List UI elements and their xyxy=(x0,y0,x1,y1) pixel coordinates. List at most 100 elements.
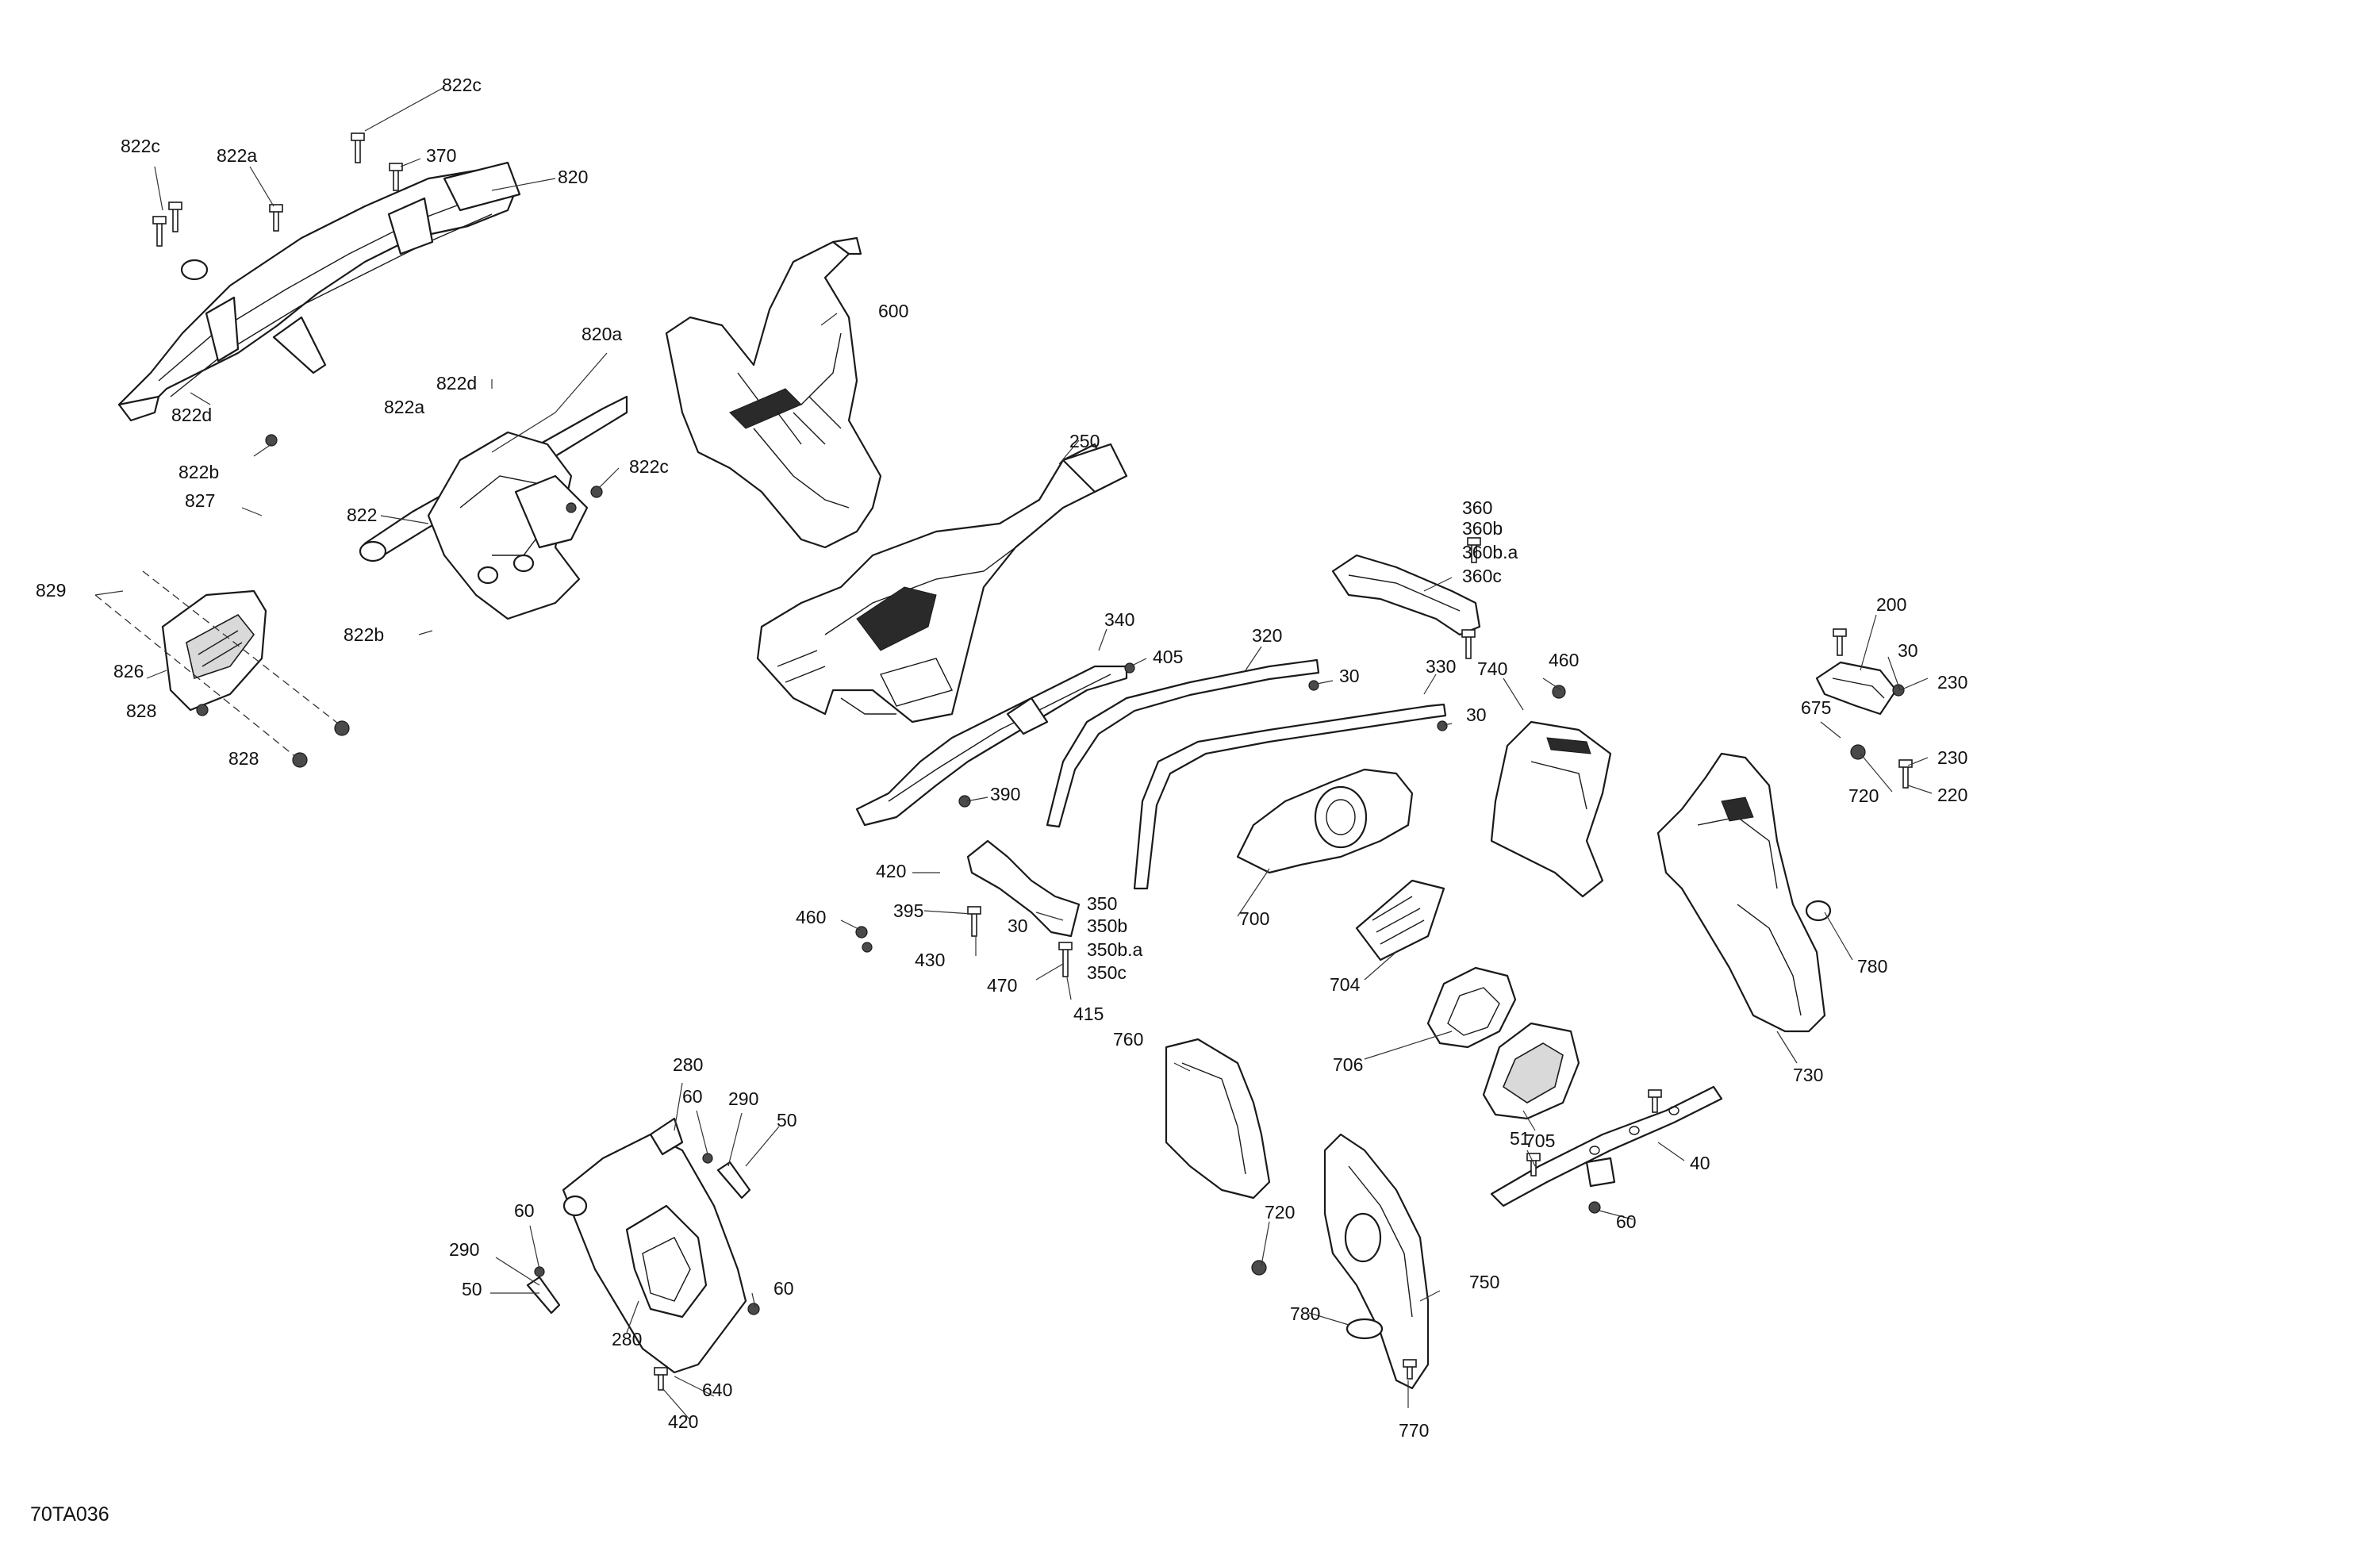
fastener-bolt xyxy=(269,204,283,232)
callout-230: 230 xyxy=(1937,672,1967,693)
part-700-dash-bezel xyxy=(1236,768,1414,874)
callout-30: 30 xyxy=(1008,915,1028,936)
callout-820a: 820a xyxy=(582,324,622,344)
callout-60: 60 xyxy=(514,1200,535,1221)
part-740-side-panel xyxy=(1490,720,1612,898)
part-280-floor-bracket xyxy=(562,1117,747,1374)
part-705-cluster-display xyxy=(1482,1022,1580,1120)
fastener-nut xyxy=(1552,685,1566,699)
grommet-780 xyxy=(1345,1318,1384,1340)
callout-51: 51 xyxy=(1510,1128,1530,1149)
fastener-bolt xyxy=(152,216,167,247)
callout-350b-a: 350b.a xyxy=(1087,939,1143,960)
callout-350b: 350b xyxy=(1087,915,1127,936)
part-704-cluster-frame xyxy=(1355,879,1445,961)
fastener-bolt xyxy=(1461,629,1476,659)
callout-700: 700 xyxy=(1239,908,1269,929)
part-750-lower-panel xyxy=(1323,1133,1430,1390)
callout-350: 350 xyxy=(1087,893,1117,914)
callout-200: 200 xyxy=(1876,594,1906,615)
callout-60: 60 xyxy=(774,1278,794,1299)
fastener-bolt xyxy=(351,132,365,163)
callout-822d: 822d xyxy=(171,405,212,425)
callout-828: 828 xyxy=(228,748,259,769)
callout-826: 826 xyxy=(113,661,144,681)
part-290-clip-left xyxy=(526,1276,561,1315)
callout-360c: 360c xyxy=(1462,566,1502,586)
callout-390: 390 xyxy=(990,784,1020,804)
callout-430: 430 xyxy=(915,950,945,970)
part-250-center-console xyxy=(756,443,1128,724)
fastener-bolt xyxy=(1898,759,1913,789)
callout-290: 290 xyxy=(728,1088,758,1109)
callout-30: 30 xyxy=(1339,666,1360,686)
part-340-side-rail xyxy=(855,665,1128,827)
callout-360b: 360b xyxy=(1462,518,1503,539)
callout-415: 415 xyxy=(1073,1004,1104,1024)
callout-220: 220 xyxy=(1937,785,1967,805)
callout-640: 640 xyxy=(702,1380,732,1400)
callout-290: 290 xyxy=(449,1239,479,1260)
callout-250: 250 xyxy=(1069,431,1100,451)
callout-50: 50 xyxy=(777,1110,797,1130)
callout-405: 405 xyxy=(1153,647,1183,667)
fastener-nut xyxy=(590,486,603,498)
callout-705: 705 xyxy=(1525,1130,1555,1151)
callout-770: 770 xyxy=(1399,1420,1429,1441)
fastener-nut xyxy=(747,1303,760,1315)
part-826-mount-bracket xyxy=(94,570,342,762)
fastener-bolt xyxy=(1467,537,1481,563)
fastener-nut xyxy=(862,942,873,953)
callout-706: 706 xyxy=(1333,1054,1363,1075)
callout-720: 720 xyxy=(1848,785,1879,806)
callout-820: 820 xyxy=(558,167,588,187)
callout-740: 740 xyxy=(1477,658,1507,679)
fastener-nut xyxy=(534,1266,545,1277)
callout-822c: 822c xyxy=(121,136,160,156)
part-820-frame-crossmember xyxy=(117,161,521,422)
callout-30: 30 xyxy=(1466,704,1487,725)
callout-780: 780 xyxy=(1290,1303,1320,1324)
callout-470: 470 xyxy=(987,975,1017,996)
callout-822c: 822c xyxy=(629,456,669,477)
fastener-nut xyxy=(958,795,971,808)
callout-704: 704 xyxy=(1330,974,1361,995)
callout-720: 720 xyxy=(1265,1202,1295,1223)
callout-340: 340 xyxy=(1104,609,1134,630)
callout-labels: 822c 822c 822a 370 820 822d 822b 820a 82… xyxy=(30,75,1967,1526)
callout-30: 30 xyxy=(1898,640,1918,661)
callout-360: 360 xyxy=(1462,497,1492,518)
callout-230: 230 xyxy=(1937,747,1967,768)
callout-370: 370 xyxy=(426,145,456,166)
drawing-reference: 70TA036 xyxy=(30,1503,109,1526)
callout-360b-a: 360b.a xyxy=(1462,542,1518,562)
callout-350c: 350c xyxy=(1087,962,1127,983)
fastener-bolt xyxy=(389,163,403,191)
callout-760: 760 xyxy=(1113,1029,1143,1050)
callout-827: 827 xyxy=(185,490,215,511)
callout-600: 600 xyxy=(878,301,908,321)
callout-50: 50 xyxy=(462,1279,482,1299)
fastener-nut xyxy=(1251,1260,1267,1276)
callout-750: 750 xyxy=(1469,1272,1499,1292)
callout-420: 420 xyxy=(668,1411,698,1432)
callout-40: 40 xyxy=(1690,1153,1710,1173)
fastener-nut xyxy=(702,1153,713,1164)
part-760-lower-panel xyxy=(1165,1038,1271,1199)
callout-822a: 822a xyxy=(384,397,424,417)
callout-280: 280 xyxy=(612,1329,642,1349)
fastener-nut xyxy=(292,752,308,768)
fastener-bolt xyxy=(168,202,182,232)
callout-822a: 822a xyxy=(217,145,257,166)
callout-60: 60 xyxy=(1616,1211,1637,1232)
callout-395: 395 xyxy=(893,900,923,921)
callout-829: 829 xyxy=(36,580,66,601)
fastener-nut xyxy=(1437,720,1448,731)
part-730-side-panel xyxy=(1656,752,1832,1033)
callout-828: 828 xyxy=(126,700,156,721)
part-820a-support-bracket xyxy=(359,395,628,620)
leader-lines xyxy=(94,86,1933,1421)
fastener-nut xyxy=(334,720,350,736)
part-360-bracket xyxy=(1331,554,1481,636)
fastener-bolt xyxy=(1526,1153,1541,1176)
